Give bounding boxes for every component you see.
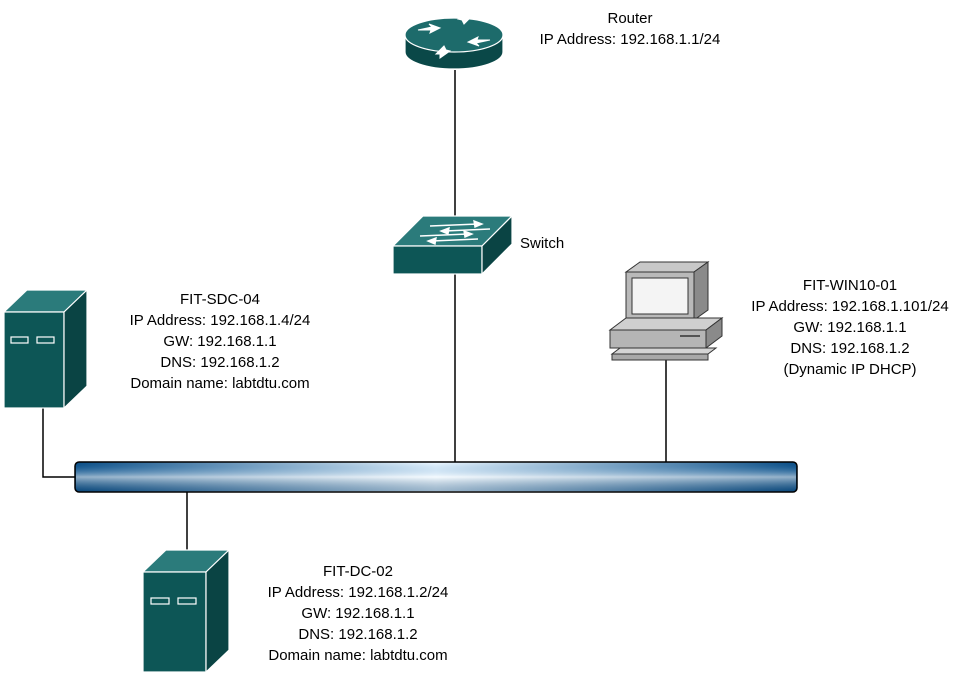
fit-win10-01-gw: GW: 192.168.1.1 [793,319,907,336]
fit-win10-01-name: FIT-WIN10-01 [802,277,898,294]
switch-icon [391,214,514,276]
router-label: Router IP Address: 192.168.1.1/24 [520,8,740,50]
fit-dc-02-domain: Domain name: labtdtu.com [268,647,448,664]
fit-sdc-04-dns: DNS: 192.168.1.2 [160,354,280,371]
fit-dc-02-ip: IP Address: 192.168.1.2/24 [267,584,449,601]
fit-sdc-04-ip: IP Address: 192.168.1.4/24 [129,312,311,329]
fit-sdc-04-name: FIT-SDC-04 [179,291,260,308]
router-ip: IP Address: 192.168.1.1/24 [539,31,721,48]
fit-win10-01-ip: IP Address: 192.168.1.101/24 [751,298,949,315]
network-bus [74,461,798,493]
fit-dc-02-name: FIT-DC-02 [322,563,393,580]
connection-lines [42,70,667,552]
switch-label: Switch [520,233,580,254]
fit-dc-02-label: FIT-DC-02 IP Address: 192.168.1.2/24 GW:… [238,561,478,666]
fit-sdc-04-gw: GW: 192.168.1.1 [163,333,277,350]
fit-dc-02-gw: GW: 192.168.1.1 [301,605,415,622]
fit-sdc-04-label: FIT-SDC-04 IP Address: 192.168.1.4/24 GW… [105,289,335,394]
link-sdc-bus [42,408,75,478]
router-name: Router [607,10,653,27]
server-fit-sdc-04-icon [2,288,89,410]
fit-dc-02-dns: DNS: 192.168.1.2 [298,626,418,643]
switch-name: Switch [520,235,565,252]
router-icon [404,11,504,70]
fit-win10-01-dns: DNS: 192.168.1.2 [790,340,910,357]
fit-win10-01-note: (Dynamic IP DHCP) [783,361,917,378]
fit-win10-01-label: FIT-WIN10-01 IP Address: 192.168.1.101/2… [730,275,970,380]
server-fit-dc-02-icon [141,548,231,674]
workstation-fit-win10-01-icon [608,261,724,361]
fit-sdc-04-domain: Domain name: labtdtu.com [130,375,310,392]
